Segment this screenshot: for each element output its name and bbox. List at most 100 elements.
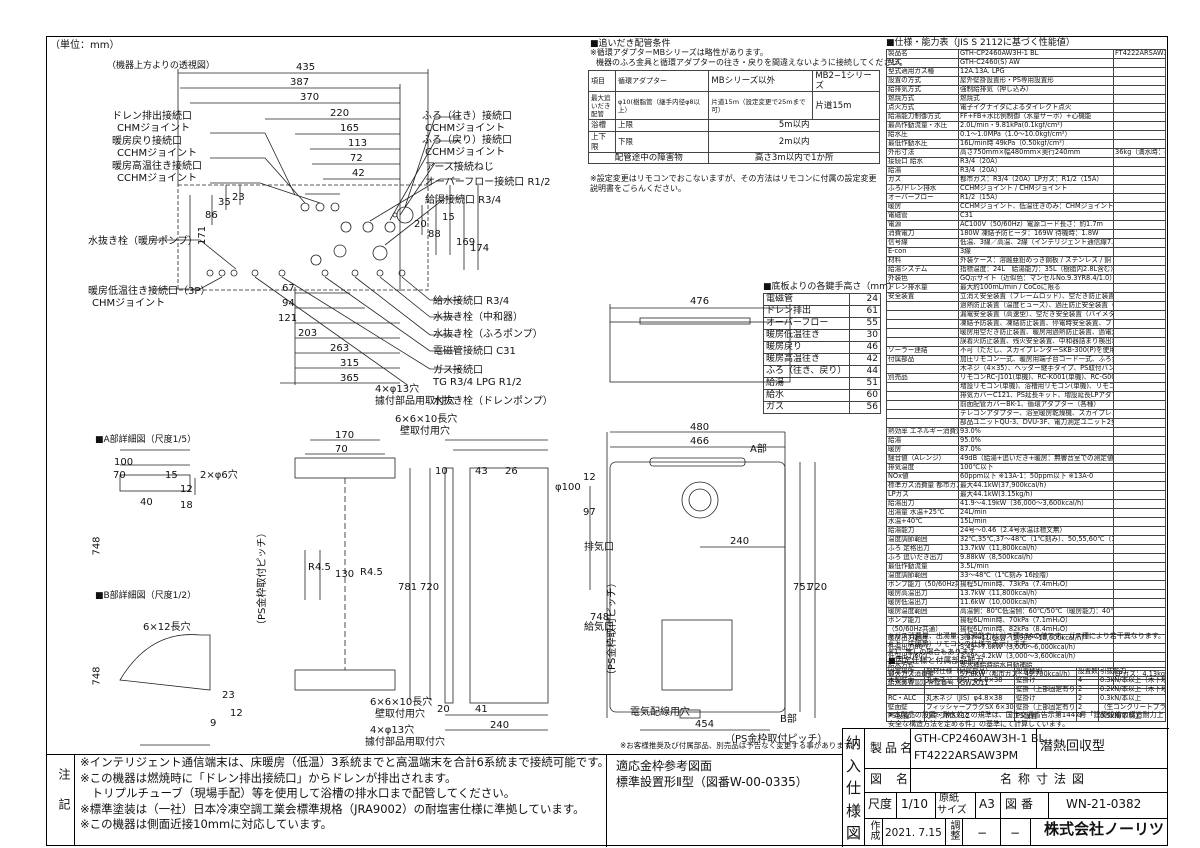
floor-height-row: ふろ（往き、戻り）44: [763, 365, 881, 378]
product-model2: FT4222ARSAW3PM: [914, 749, 1019, 762]
drawing-sheet: [46, 36, 1168, 846]
dim-720b: 720: [420, 582, 439, 593]
label-heat-return: 暖房戻り接続口: [112, 136, 182, 147]
detail-b-748: 748: [91, 666, 103, 686]
strength-note: ※本製品の設置・耐久性との規準は、国土交通省告示第1447号「建築設備の構造耐力…: [888, 711, 1164, 728]
company-name: 株式会社ノーリツ: [1044, 820, 1165, 838]
label-hole2b: 壁取付用穴: [400, 424, 450, 437]
label-drain-joint: CHMジョイント: [117, 123, 191, 134]
label-heat-low-joint: CHMジョイント: [92, 298, 166, 309]
label-drain-bath-pump: 水抜き栓（ふろポンプ）: [433, 329, 543, 340]
label-gas: ガス接続口: [433, 365, 483, 376]
dim-67: 67: [282, 283, 295, 294]
dim-35: 35: [218, 197, 231, 208]
dim-240: 240: [730, 536, 749, 547]
front-views-diagram: 476 480 466 240 97 12 751 720 781 720 74…: [119, 296, 827, 748]
piping-note3: ※設定変更はリモコンでおこないますが、その方法はリモコンに付属の設定変更説明書を…: [590, 174, 877, 193]
spec-row: 前面配管カバーBK-1、循環アダプター（各種）: [886, 400, 1166, 410]
dim-88: 88: [428, 229, 441, 240]
product-model1: GTH-CP2460AW3H-1 BL: [914, 732, 1045, 745]
label-hole1: 4×φ13穴: [375, 382, 419, 395]
ref-line2: 標準設置形Ⅱ型（図番W-00-0335）: [616, 775, 808, 789]
label-drain-neutral: 水抜き栓（中和器）: [433, 312, 523, 323]
label-drain-plug-heat: 水抜き栓（暖房ポンプ）: [88, 236, 198, 247]
scale-label: 尺度: [868, 797, 893, 811]
dim-43: 43: [475, 466, 488, 477]
title-side-chars: 納 入 仕 様 図: [846, 734, 862, 842]
dim-r45a: R4.5: [308, 562, 331, 573]
dim-r45b: R4.5: [360, 567, 383, 578]
dim-10: 10: [435, 466, 448, 477]
dim-370: 370: [300, 92, 319, 103]
spec-row: 給排気方式強制給排気（押し込み）: [886, 85, 1166, 95]
dim-720: 720: [808, 582, 827, 593]
spec-row: LPガス最大44.1kW(3.15kg/h): [886, 490, 1166, 500]
dim-72: 72: [350, 153, 363, 164]
dim-476: 476: [690, 296, 709, 307]
label-drain-port: ドレン排出接続口: [112, 111, 192, 122]
label-earth-screw: アース接続ねじ: [425, 162, 494, 173]
spec-row: 暖房用空だき防止装置、暖房用過熱防止装置、過電流防止装置: [886, 328, 1166, 338]
dim-220: 220: [330, 108, 349, 119]
dim-12: 12: [583, 472, 596, 483]
label-b-part: B部: [780, 712, 797, 725]
label-heat-high: 暖房高温往き接続口: [112, 161, 202, 172]
spec-row: 別売品リモコンRC-J101(単機)、RC-K001(単機)、RC-G001(単…: [886, 373, 1166, 383]
label-heat-return-joint: CCHMジョイント: [117, 148, 198, 159]
spec-note3: ※1：無しの場合もあります。: [888, 648, 982, 656]
top-view-diagram: 435 387 370 220 165 113 72 42 171 86 35 …: [150, 62, 489, 385]
spec-row: テレコンアダプター、浴室暖房乾燥機、スカイプレンダー: [886, 409, 1166, 419]
label-water-inlet: 給水接続口 R3/4: [433, 296, 510, 307]
dim-41: 41: [475, 704, 488, 715]
drawing-name: 名称寸法図: [1000, 772, 1091, 786]
label-wiring-hole: 電気配線用穴: [630, 705, 690, 718]
spec-row: ポンプ能力（50/60Hz共通）揚程5L/min時、73kPa（7.4mH₂O）: [886, 580, 1166, 590]
spec-row: 暖房温度範囲高温側：80℃低温側：60℃/50℃（暖房能力：40℃）: [886, 607, 1166, 617]
spec-row: 漏電安全装置（高速型）、空だき安全装置（バイメタルスイッチ）: [886, 310, 1166, 320]
check-label: 調整: [948, 820, 959, 840]
note-line: ※この機器は側面近接10mmに対応しています。: [80, 817, 333, 831]
note-line: ※インテリジェント通信端末は、床暖房（低温）3系統までと高温端末を合計6系統まで…: [80, 755, 610, 769]
label-hole3: 6×6×10長穴: [370, 695, 432, 708]
dim-240b: 240: [490, 720, 509, 731]
dim-751: 751: [793, 582, 812, 593]
strength-table: 固定場所部材仕様（付属部品）設置種別設置数引抜能力木製壁面丸木ネジ（JIS）φ4…: [886, 667, 1166, 722]
title-block: [842, 728, 1169, 847]
made-label: 作成: [868, 820, 879, 840]
detail-b-9: 9: [210, 718, 217, 729]
label-pitch: （PS金枠取付ピッチ）: [255, 528, 268, 630]
spec-row: ポンプ能力揚程6L/min時、70kPa（7.1mH₂O）: [886, 616, 1166, 626]
label-drain-pump: 水抜き栓（ドレンポンプ）: [433, 396, 553, 407]
notes-box: [46, 754, 607, 847]
detail-b-12: 12: [230, 708, 243, 719]
piping-note2: 機器のふろ金具と循環アダプターの往き・戻りを間違えないように接続してください。: [596, 58, 908, 67]
label-gas-spec: TG R3/4 LPG R1/2: [433, 377, 522, 388]
dim-23: 23: [232, 192, 245, 203]
spec-row: ソーラー連結不可（ただし、スカイプレンダーSKB-300(P)を使用する場合は可…: [886, 346, 1166, 356]
note-line: トリプルチューブ（現場手配）等を使用して浴槽の排水口まで配管してください。: [80, 786, 516, 800]
detail-a-hole: 2×φ6穴: [200, 470, 238, 481]
spec-row: 増設リモコン(単機)、浴槽用リモコン(単機)、リモコンコード: [886, 382, 1166, 392]
detail-b-title: ■B部詳細図（尺度1/2）: [95, 591, 197, 601]
unit-note: （単位：mm）: [50, 40, 120, 51]
dim-480: 480: [690, 422, 709, 433]
